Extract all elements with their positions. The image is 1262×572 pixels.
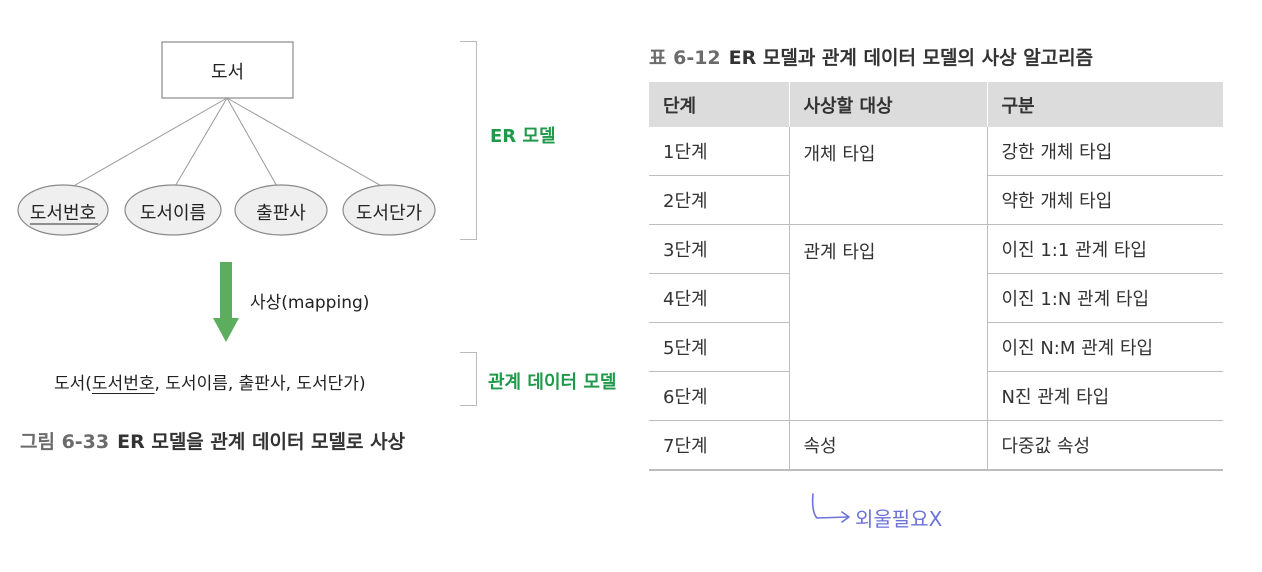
- connector-line: [226, 97, 279, 189]
- handwritten-note: 외울필요X: [855, 507, 943, 531]
- kind-cell: 강한 개체 타입: [987, 127, 1223, 176]
- mapping-label: 사상(mapping): [250, 293, 370, 313]
- table-title-text: ER 모델과 관계 데이터 모델의 사상 알고리즘: [728, 47, 1094, 69]
- figure-caption-number: 그림 6-33: [20, 431, 110, 453]
- table-row: 2단계 약한 개체 타입: [649, 175, 1223, 225]
- mapping-arrow-shaft: [220, 262, 232, 318]
- kind-cell: 이진 1:N 관계 타입: [987, 273, 1223, 323]
- target-cell: 속성: [789, 420, 988, 471]
- relation-name: 도서(: [54, 374, 92, 394]
- attribute-ellipse: [342, 184, 436, 236]
- attribute-label: 도서번호: [29, 203, 97, 224]
- relation-schema: 도서(도서번호, 도서이름, 출판사, 도서단가): [54, 369, 366, 394]
- table-title-number: 표 6-12: [649, 47, 721, 69]
- table-row: 1단계 개체 타입 강한 개체 타입: [649, 127, 1223, 225]
- entity-label: 도서: [210, 62, 245, 83]
- table-header-cell: 사상할 대상: [789, 82, 988, 127]
- relation-model-label: 관계 데이터 모델: [488, 372, 617, 393]
- kind-cell: 약한 개체 타입: [987, 175, 1223, 225]
- connector-line: [173, 97, 228, 189]
- target-cell: 관계 타입: [789, 224, 988, 421]
- relation-primary-key: 도서번호: [91, 374, 155, 394]
- table-header-cell: 구분: [987, 82, 1223, 127]
- attribute-label: 도서단가: [355, 203, 423, 224]
- mapping-arrow-head: [213, 318, 239, 342]
- table-header-cell: 단계: [649, 82, 790, 127]
- mapping-algorithm-table: 단계 사상할 대상 구분 1단계 개체 타입 강한 개체 타입 2단계 약한 개…: [649, 82, 1223, 471]
- table-row: 6단계 N진 관계 타입: [649, 371, 1223, 421]
- relation-bracket: [460, 352, 477, 406]
- table-header-row: 단계 사상할 대상 구분: [649, 82, 1223, 127]
- kind-cell: 다중값 속성: [987, 420, 1223, 471]
- table-title: 표 6-12 ER 모델과 관계 데이터 모델의 사상 알고리즘: [649, 43, 1093, 70]
- step-cell: 2단계: [649, 175, 790, 225]
- connector-line: [226, 97, 386, 189]
- attribute-ellipse: [17, 184, 109, 236]
- entity-box: [161, 41, 294, 99]
- step-cell: 3단계: [649, 224, 790, 274]
- table-row: 7단계 속성 다중값 속성: [649, 420, 1223, 471]
- step-cell: 4단계: [649, 273, 790, 323]
- attribute-ellipse: [124, 184, 222, 236]
- step-cell: 6단계: [649, 371, 790, 421]
- attribute-label: 도서이름: [139, 203, 207, 224]
- step-cell: 5단계: [649, 322, 790, 372]
- table-row: 4단계 이진 1:N 관계 타입: [649, 273, 1223, 323]
- step-cell: 7단계: [649, 420, 790, 471]
- target-cell: 개체 타입: [789, 127, 988, 225]
- er-model-bracket: [460, 41, 477, 240]
- table-row: 5단계 이진 N:M 관계 타입: [649, 322, 1223, 372]
- figure-caption: 그림 6-33 ER 모델을 관계 데이터 모델로 사상: [20, 427, 405, 454]
- step-cell: 1단계: [649, 127, 790, 176]
- kind-cell: N진 관계 타입: [987, 371, 1223, 421]
- attribute-label: 출판사: [256, 203, 306, 224]
- er-diagram: [17, 41, 436, 342]
- attribute-ellipse: [234, 184, 328, 236]
- kind-cell: 이진 N:M 관계 타입: [987, 322, 1223, 372]
- connector-line: [69, 97, 228, 189]
- handwritten-arrow-icon: [811, 493, 850, 523]
- table-row: 3단계 관계 타입 이진 1:1 관계 타입: [649, 224, 1223, 421]
- figure-caption-text: ER 모델을 관계 데이터 모델로 사상: [117, 431, 406, 453]
- kind-cell: 이진 1:1 관계 타입: [987, 224, 1223, 274]
- relation-attributes: , 도서이름, 출판사, 도서단가): [154, 374, 366, 394]
- er-model-label: ER 모델: [490, 126, 556, 147]
